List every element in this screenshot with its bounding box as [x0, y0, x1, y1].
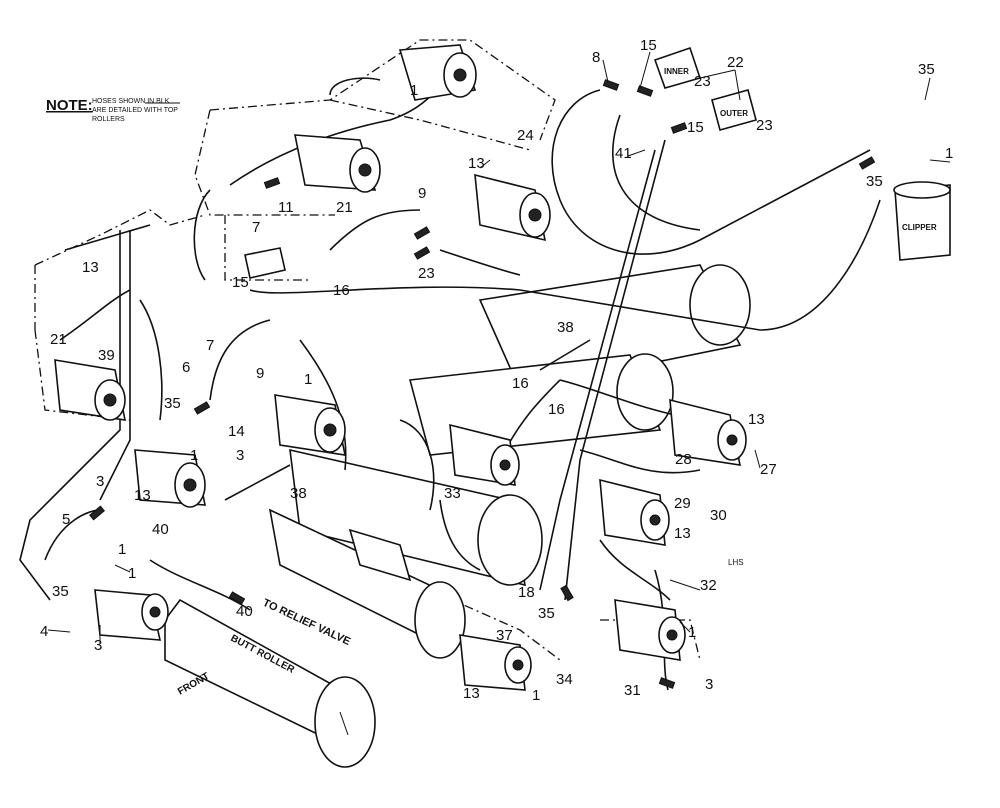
callout-7-top: 7	[252, 219, 260, 236]
note-line-3: ROLLERS	[92, 116, 125, 123]
callout-16-center: 16	[512, 375, 529, 392]
motor-bottom-left	[94, 589, 169, 641]
motor-right	[669, 398, 747, 466]
callout-7-left: 7	[206, 337, 214, 354]
motor-bottom-center	[459, 634, 532, 691]
lhs-label: LHS	[728, 558, 744, 567]
callout-40: 40	[236, 603, 253, 620]
motor-left	[54, 359, 127, 421]
callout-33: 34	[556, 671, 573, 688]
inner-label: INNER	[664, 67, 689, 76]
callout-41: 41	[615, 145, 632, 162]
callout-22: 24	[517, 127, 534, 144]
motor-bottom-right	[614, 599, 686, 661]
note-line-2: ARE DETAILED WITH TOP	[92, 107, 178, 114]
callout-1-clipper: 1	[945, 145, 953, 162]
callout-13-left: 13	[134, 487, 151, 504]
callout-1-lower: 1	[128, 565, 136, 582]
motor-top-center	[398, 44, 477, 101]
callout-13-bottom: 13	[463, 685, 480, 702]
callout-29: 30	[710, 507, 727, 524]
callout-34-left: 35	[164, 395, 181, 412]
front-label: FRONT	[176, 671, 211, 698]
callout-13-top: 13	[468, 155, 485, 172]
valve-center-block	[348, 528, 412, 582]
callout-21: 23	[418, 265, 435, 282]
callout-13-right-b: 13	[674, 525, 691, 542]
callout-31: 32	[700, 577, 717, 594]
callout-1-bottom: 1	[532, 687, 540, 704]
motor-center	[134, 449, 206, 508]
clipper-label: CLIPPER	[902, 223, 937, 232]
callout-9: 8	[592, 49, 600, 66]
callout-18: 18	[518, 584, 535, 601]
callout-1-lower-left: 1	[118, 541, 126, 558]
callout-34-clipper: 35	[866, 173, 883, 190]
callout-19: 21	[336, 199, 353, 216]
callout-3-left: 3	[236, 447, 244, 464]
callout-3-bottom-right: 3	[705, 676, 713, 693]
callout-15-mid: 15	[687, 119, 704, 136]
callout-12: 13	[82, 259, 99, 276]
callout-27: 28	[675, 451, 692, 468]
callout-28: 29	[674, 495, 691, 512]
callout-34-bottom: 35	[538, 605, 555, 622]
note-line-1: HOSES SHOWN IN BLK	[92, 98, 170, 105]
callout-23: 22	[727, 54, 744, 71]
callout-26: 27	[760, 461, 777, 478]
motor-clipper: CLIPPER	[893, 181, 951, 261]
callout-15-left: 15	[232, 274, 249, 291]
note-block: NOTE: HOSES SHOWN IN BLK ARE DETAILED WI…	[46, 97, 180, 123]
to-relief-valve-label: TO RELIEF VALVE	[261, 597, 352, 648]
motor-upper-right	[474, 173, 551, 242]
note-heading: NOTE:	[46, 97, 93, 114]
motor-upper-left	[294, 134, 381, 193]
callout-8-top: 9	[418, 185, 426, 202]
fittings	[89, 79, 876, 689]
callout-13-right: 13	[748, 411, 765, 428]
callout-11: 11	[278, 199, 294, 216]
leader-lines	[47, 51, 951, 644]
callout-1-center: 1	[190, 447, 198, 464]
outer-label: OUTER	[720, 109, 748, 118]
callout-numbers: 8 15 22 23 23 15 41 35 1 35 24 13 9 23 2…	[40, 37, 953, 704]
callout-5: 5	[62, 511, 70, 528]
callout-24-b: 23	[756, 117, 773, 134]
callout-16-center-b: 16	[548, 401, 565, 418]
manifolds	[64, 224, 591, 501]
callout-15-top: 15	[640, 37, 657, 54]
callout-1-bottom-right: 1	[688, 624, 696, 641]
callout-38: 39	[98, 347, 115, 364]
callout-32: 33	[444, 485, 461, 502]
callout-37: 38	[557, 319, 574, 336]
callout-39: 40	[152, 521, 169, 538]
callout-36: 38	[290, 485, 307, 502]
callout-14: 14	[228, 423, 245, 440]
callout-6: 6	[182, 359, 190, 376]
valve-left-block	[244, 247, 286, 279]
callout-35: 37	[496, 627, 513, 644]
callout-2: 3	[96, 473, 104, 490]
callout-34-top: 35	[918, 61, 935, 78]
callout-24-a: 23	[694, 73, 711, 90]
callout-8-left: 9	[256, 365, 264, 382]
callout-3-bottom-left: 3	[94, 637, 102, 654]
motor-center-left	[274, 394, 347, 456]
callout-1-top: 1	[410, 82, 418, 99]
motor-middle	[449, 423, 520, 486]
callout-1-left: 1	[304, 371, 312, 388]
callout-30: 31	[624, 682, 641, 699]
valve-outer: OUTER	[711, 89, 757, 131]
callout-16-left: 16	[333, 282, 350, 299]
callout-34-lower: 35	[52, 583, 69, 600]
callout-4: 4	[40, 623, 48, 640]
motor-right-center	[599, 478, 670, 546]
callout-20: 21	[50, 331, 67, 348]
motors: CLIPPER	[54, 44, 951, 691]
